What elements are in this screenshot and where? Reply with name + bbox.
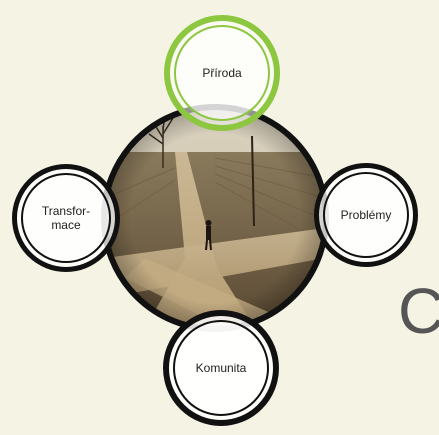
node-problemy[interactable]: Problémy — [323, 172, 409, 258]
node-komunita[interactable]: Komunita — [173, 320, 269, 416]
center-photo-ring — [101, 104, 329, 332]
node-transformace-label: Transfor- mace — [41, 204, 91, 232]
node-priroda-label: Příroda — [202, 66, 242, 80]
node-komunita-label: Komunita — [195, 361, 247, 375]
node-transformace[interactable]: Transfor- mace — [21, 173, 111, 263]
node-problemy-label: Problémy — [340, 208, 392, 222]
partial-heading-letter: C — [398, 275, 439, 347]
node-priroda[interactable]: Příroda — [174, 25, 270, 121]
